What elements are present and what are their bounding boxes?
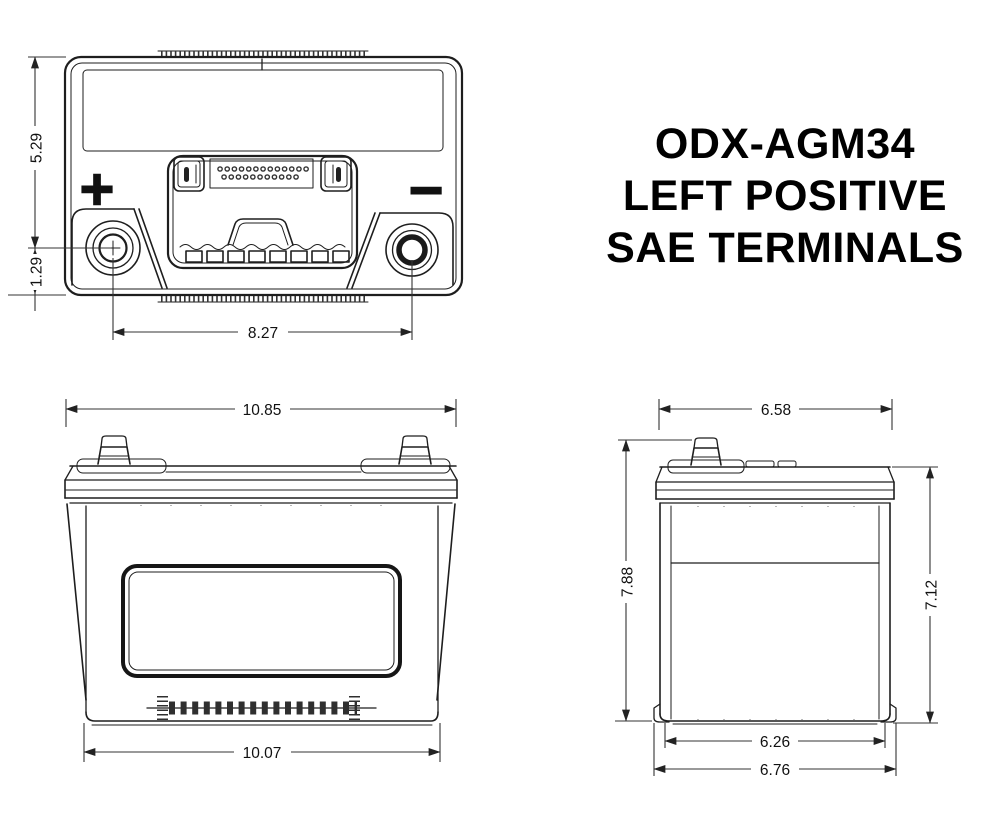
product-title: ODX-AGM34 LEFT POSITIVE SAE TERMINALS: [580, 118, 990, 274]
vent-panel: [209, 158, 314, 189]
plus-symbol: +: [78, 161, 117, 215]
dim-terminal-offset-label: 1.29: [29, 257, 46, 287]
front-view-body: [66, 503, 456, 726]
top-view-serrated-strips: [157, 50, 369, 303]
dim-terminal-spacing-label: 8.27: [248, 325, 278, 342]
title-polarity: LEFT POSITIVE: [622, 172, 948, 220]
dim-front-overall-width-label: 10.85: [243, 402, 282, 419]
minus-symbol: −: [407, 162, 446, 216]
front-toothed-strip: [146, 696, 377, 720]
side-foot-right: [880, 703, 897, 723]
side-view-dimensions: 6.58 7.88 7.12 6.26 6.76: [615, 399, 941, 779]
side-view-lid: [655, 460, 895, 504]
title-terminal-type: SAE TERMINALS: [606, 224, 964, 272]
dim-side-case-height-label: 7.12: [924, 580, 941, 610]
terminal-pad-positive: [71, 208, 168, 289]
front-view-lid: [64, 458, 458, 504]
front-view-dimensions: 10.85 10.07: [65, 399, 457, 762]
terminal-pad-negative: [346, 212, 454, 289]
side-view-body: [653, 502, 897, 725]
front-view-posts: [97, 435, 432, 465]
top-view: + − 5.29 1.29 8.27: [8, 50, 464, 342]
side-view: 6.58 7.88 7.12 6.26 6.76: [615, 399, 941, 779]
dim-side-base-width-feet-label: 6.76: [760, 762, 790, 779]
dim-side-base-width-label: 6.26: [760, 734, 790, 751]
side-foot-left: [653, 703, 670, 723]
dim-front-base-width-label: 10.07: [243, 745, 282, 762]
top-view-case-outline: [63, 55, 464, 297]
dim-side-top-width-label: 6.58: [761, 402, 791, 419]
top-view-handle: [166, 154, 359, 270]
front-label-panel: [121, 564, 402, 678]
top-view-dimensions: 5.29 1.29 8.27: [8, 56, 413, 342]
dim-top-height-label: 5.29: [29, 133, 46, 163]
front-view: 10.85 10.07: [64, 399, 458, 762]
dim-side-overall-height-label: 7.88: [620, 567, 637, 597]
title-model: ODX-AGM34: [654, 120, 916, 168]
